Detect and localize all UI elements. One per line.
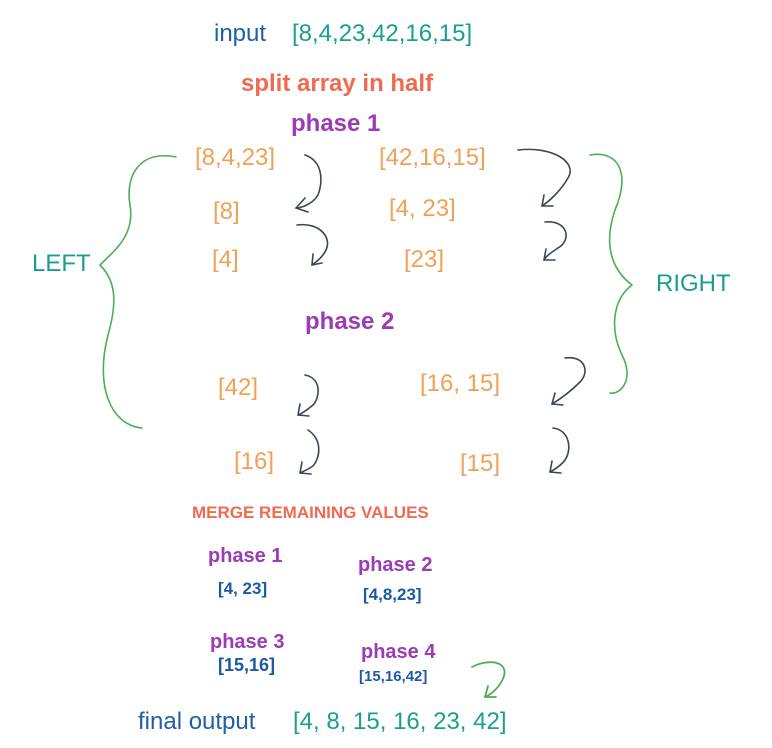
right-brace — [589, 153, 633, 394]
split-heading: split array in half — [241, 70, 434, 97]
left-array-4: [42] — [218, 374, 259, 401]
arrow-icon — [297, 403, 310, 417]
arrow-icon — [551, 392, 564, 406]
output-array: [4, 8, 15, 16, 23, 42] — [293, 708, 507, 735]
right-label: RIGHT — [656, 270, 731, 297]
right-array-4: [16, 15] — [420, 370, 501, 397]
merge-phase-3-title: phase 3 — [210, 631, 285, 653]
output-label: final output — [138, 708, 256, 735]
arrow-icon — [296, 223, 329, 266]
arrow-icon — [543, 221, 567, 261]
arrow-icon — [549, 427, 570, 473]
merge-heading: MERGE REMAINING VALUES — [192, 503, 429, 522]
merge-phase-1-result: [4, 23] — [218, 579, 268, 598]
right-array-3: [23] — [404, 246, 445, 273]
left-brace — [99, 155, 177, 429]
input-array: [8,4,23,42,16,15] — [292, 20, 473, 47]
left-label: LEFT — [32, 250, 91, 277]
left-array-1: [8,4,23] — [195, 144, 276, 171]
arrow-icon — [549, 460, 562, 474]
merge-arrow-icon — [471, 661, 506, 698]
right-array-2: [4, 23] — [389, 195, 456, 222]
arrow-icon — [543, 248, 556, 261]
arrow-icon — [299, 429, 320, 474]
merge-phase-4-title: phase 4 — [361, 641, 436, 663]
arrow-icon — [299, 461, 312, 475]
merge-phase-2-title: phase 2 — [358, 554, 433, 576]
arrow-icon — [551, 356, 586, 405]
arrow-icon — [295, 154, 322, 209]
arrow-icon — [295, 197, 309, 213]
phase-1-split-title: phase 1 — [291, 110, 381, 137]
phase-2-split-title: phase 2 — [305, 308, 395, 335]
left-array-5: [16] — [234, 448, 275, 475]
input-label: input — [214, 20, 267, 47]
merge-phase-2-result: [4,8,23] — [363, 585, 422, 604]
arrow-icon — [311, 253, 323, 266]
merge-arrow-icon — [484, 685, 497, 698]
arrow-icon — [297, 374, 319, 416]
left-array-3: [4] — [212, 246, 239, 273]
merge-phase-1-title: phase 1 — [208, 545, 283, 567]
merge-phase-3-result: [15,16] — [218, 655, 276, 675]
merge-phase-4-result: [15,16,42] — [359, 668, 428, 685]
arrow-icon — [517, 148, 571, 207]
right-array-5: [15] — [460, 450, 501, 477]
left-array-2: [8] — [213, 198, 240, 225]
right-array-1: [42,16,15] — [379, 144, 486, 171]
arrow-icon — [541, 194, 554, 207]
